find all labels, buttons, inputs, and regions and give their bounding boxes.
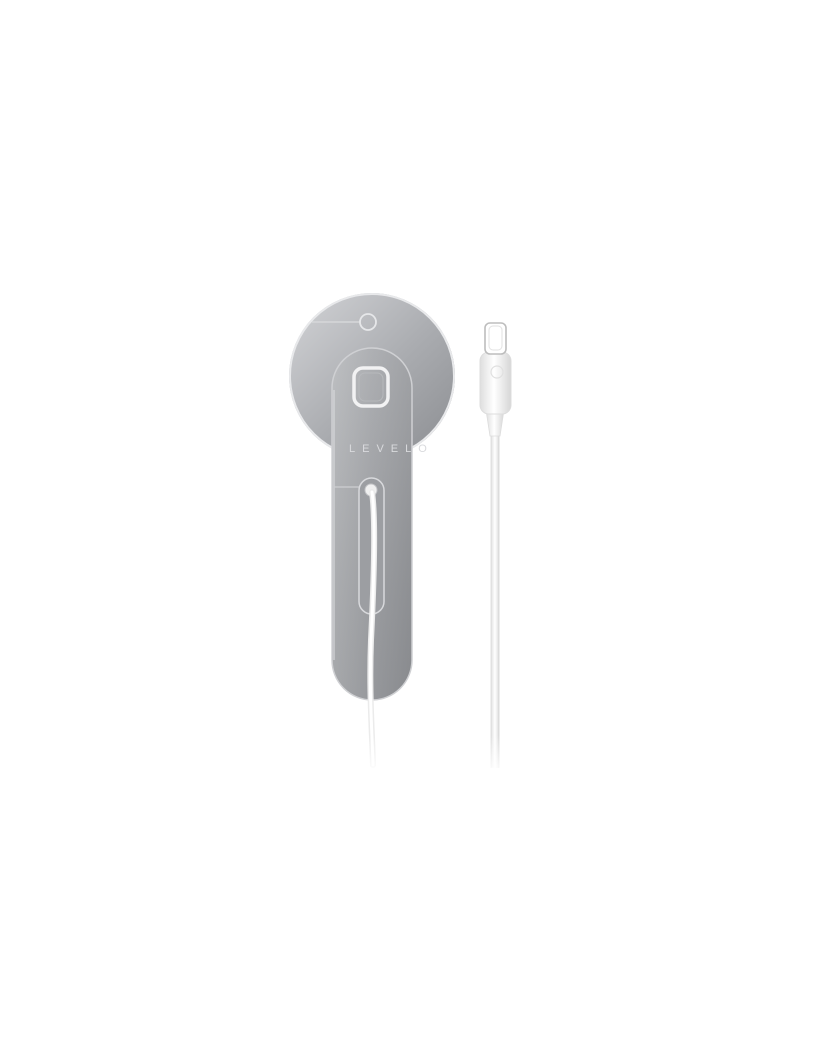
connector-logo-icon bbox=[490, 365, 504, 379]
cable-fade bbox=[350, 735, 520, 775]
brand-text: LEVELO bbox=[349, 443, 434, 455]
usb-c-plug bbox=[484, 322, 507, 355]
mount-cable bbox=[367, 489, 378, 768]
mount-plate-edge bbox=[331, 347, 413, 701]
usb-c-cable bbox=[479, 322, 512, 768]
rounded-square-logo-icon bbox=[352, 366, 390, 408]
connector-housing bbox=[479, 351, 512, 415]
cable-cord bbox=[491, 430, 499, 768]
disc-indicator-ring bbox=[359, 313, 377, 331]
